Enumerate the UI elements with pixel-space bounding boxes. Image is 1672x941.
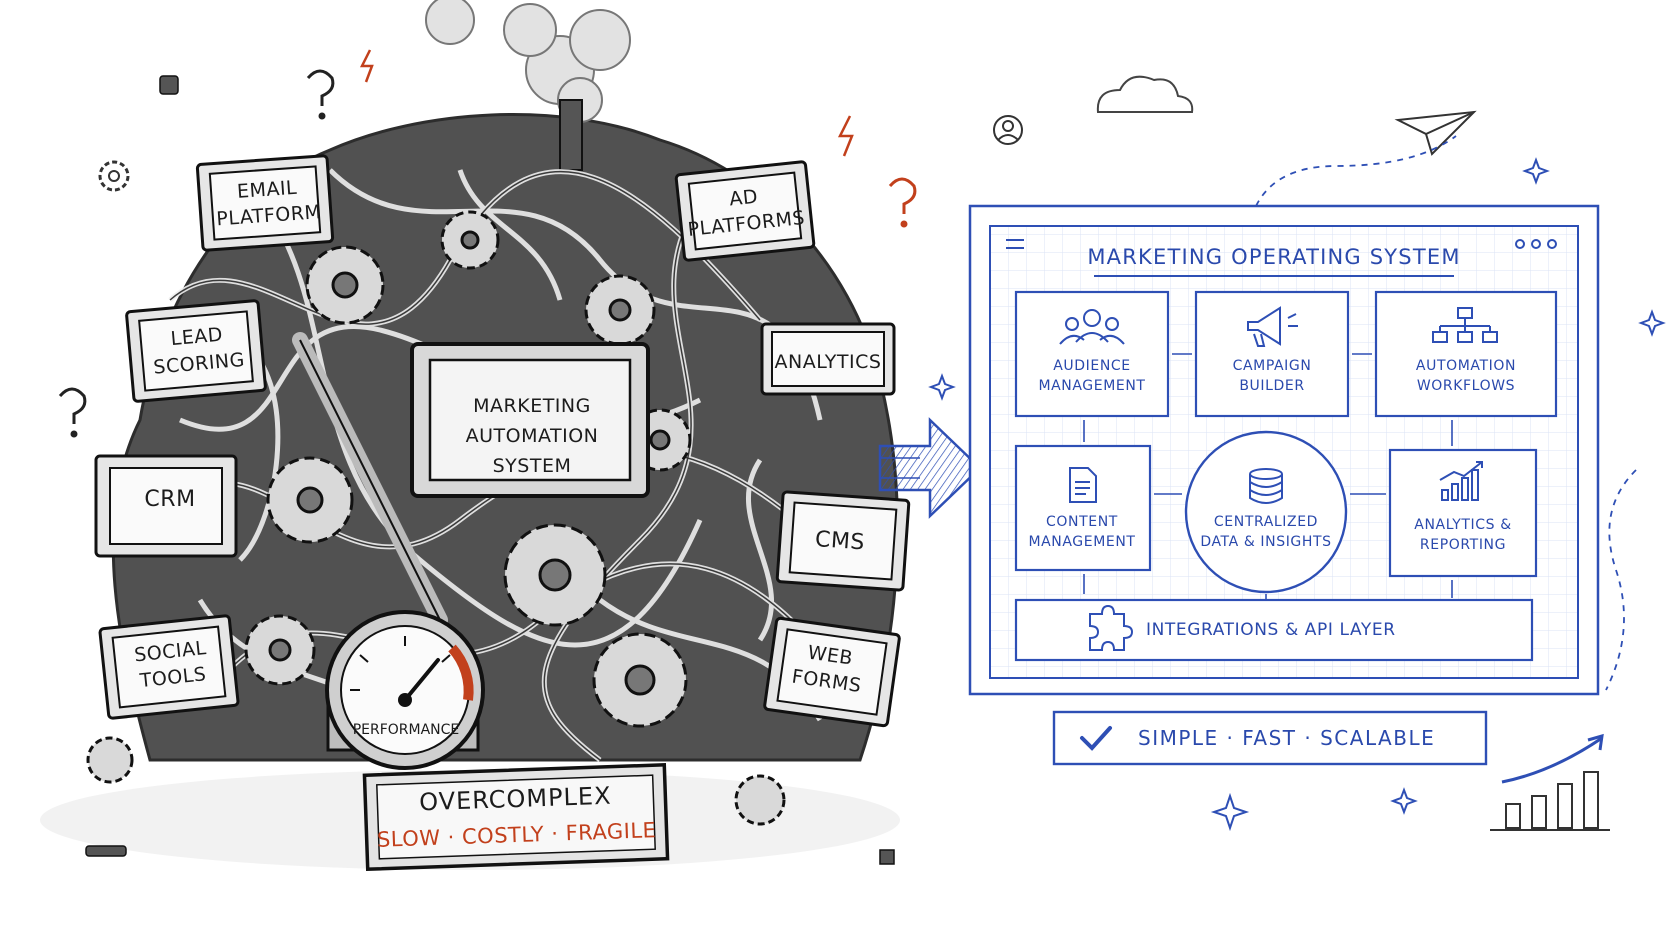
tile-audience-line-1: AUDIENCE [1053,358,1130,374]
database-icon [1249,468,1283,504]
central-label-line-2: AUTOMATION [466,425,599,447]
workflow-icon [1432,307,1498,343]
tile-content-line-2: MANAGEMENT [1028,534,1135,550]
user-circle-icon [993,115,1023,145]
connector-arrows [1083,353,1453,600]
module-lead-line-1: LEAD [170,324,224,350]
audience-icon [1059,309,1125,345]
lightning-icon-right [837,115,854,157]
tile-content-line-1: CONTENT [1046,514,1118,530]
document-icon [1069,467,1097,503]
overcomplex-sign: OVERCOMPLEX SLOW · COSTLY · FRAGILE [362,762,670,872]
growth-chart-icon [1490,733,1610,831]
module-crm-line-1: CRM [144,487,195,512]
lightning-icon [359,49,374,83]
dashed-side-path [1605,469,1637,691]
tile-analytics-reporting: ANALYTICS & REPORTING [1388,448,1538,578]
module-email-line-1: EMAIL [236,177,297,203]
paper-plane-icon [1394,110,1477,156]
module-social-tools: SOCIAL TOOLS [98,614,240,720]
gear-icon-small [98,160,130,192]
integration-api-bar: INTEGRATIONS & API LAYER [1014,598,1534,662]
window-dots-icon [1515,239,1557,249]
module-crm: CRM [94,454,238,558]
tile-data-line-1: CENTRALIZED [1214,514,1318,530]
module-lead-scoring: LEAD SCORING [125,299,267,403]
transition-arrow-icon [878,417,982,519]
module-analytics: ANALYTICS [760,322,896,396]
tile-centralized-data: CENTRALIZED DATA & INSIGHTS [1184,430,1348,594]
tile-campaign-line-1: CAMPAIGN [1233,358,1312,374]
benefits-label: SIMPLE · FAST · SCALABLE [1138,726,1435,750]
performance-gauge: PERFORMANCE [325,610,485,770]
tile-reporting-line-2: REPORTING [1420,537,1506,553]
smoke-cloud [425,0,631,123]
central-automation-box: MARKETING AUTOMATION SYSTEM [410,342,650,498]
window-menu-icon [1006,239,1024,249]
module-cms: CMS [775,490,911,592]
tile-automation-workflows: AUTOMATION WORKFLOWS [1374,290,1558,418]
question-mark-icon-left [58,387,87,438]
gears [86,210,786,826]
tile-content-management: CONTENT MANAGEMENT [1014,444,1152,572]
module-ad-platforms: AD PLATFORMS [674,160,816,262]
gauge-needle [403,658,440,702]
module-web-forms: WEB FORMS [763,616,901,728]
tile-campaign-line-2: BUILDER [1239,378,1304,394]
sparkle-icon [928,157,1666,832]
tangled-machine: MARKETING AUTOMATION SYSTEM EMAIL PLATFO… [40,0,917,872]
chimney-pipe [559,99,583,171]
central-label-line-3: SYSTEM [493,455,572,477]
module-email-platform: EMAIL PLATFORM [195,154,335,252]
module-ad-line-1: AD [728,186,759,211]
central-label-line-1: MARKETING [473,395,591,417]
tile-audience-management: AUDIENCE MANAGEMENT [1014,290,1170,418]
cloud-icon [1096,75,1194,113]
tile-reporting-line-1: ANALYTICS & [1414,517,1511,533]
dashed-flight-path [1255,135,1457,207]
tile-data-line-2: DATA & INSIGHTS [1200,534,1331,550]
question-mark-icon-orange [888,177,917,228]
benefits-banner: SIMPLE · FAST · SCALABLE [1052,710,1488,766]
checkmark-icon [1080,726,1112,751]
question-mark-icon [306,69,335,120]
bolt-nut-icon [85,75,895,865]
os-title: MARKETING OPERATING SYSTEM [1087,245,1460,269]
marketing-os-window: MARKETING OPERATING SYSTEM AUDIENCE MANA… [968,204,1600,696]
module-analytics-line-1: ANALYTICS [775,351,882,373]
gauge-label: PERFORMANCE [353,722,460,738]
sign-title: OVERCOMPLEX [419,782,612,817]
megaphone-icon [1247,306,1298,347]
tile-automation-line-2: WORKFLOWS [1417,378,1515,394]
tile-automation-line-1: AUTOMATION [1416,358,1516,374]
module-cms-line-1: CMS [814,527,865,555]
tile-campaign-builder: CAMPAIGN BUILDER [1194,290,1350,418]
tile-audience-line-2: MANAGEMENT [1038,378,1145,394]
puzzle-icon [1089,604,1134,651]
integration-label: INTEGRATIONS & API LAYER [1146,620,1396,640]
bar-chart-icon [1439,461,1483,501]
